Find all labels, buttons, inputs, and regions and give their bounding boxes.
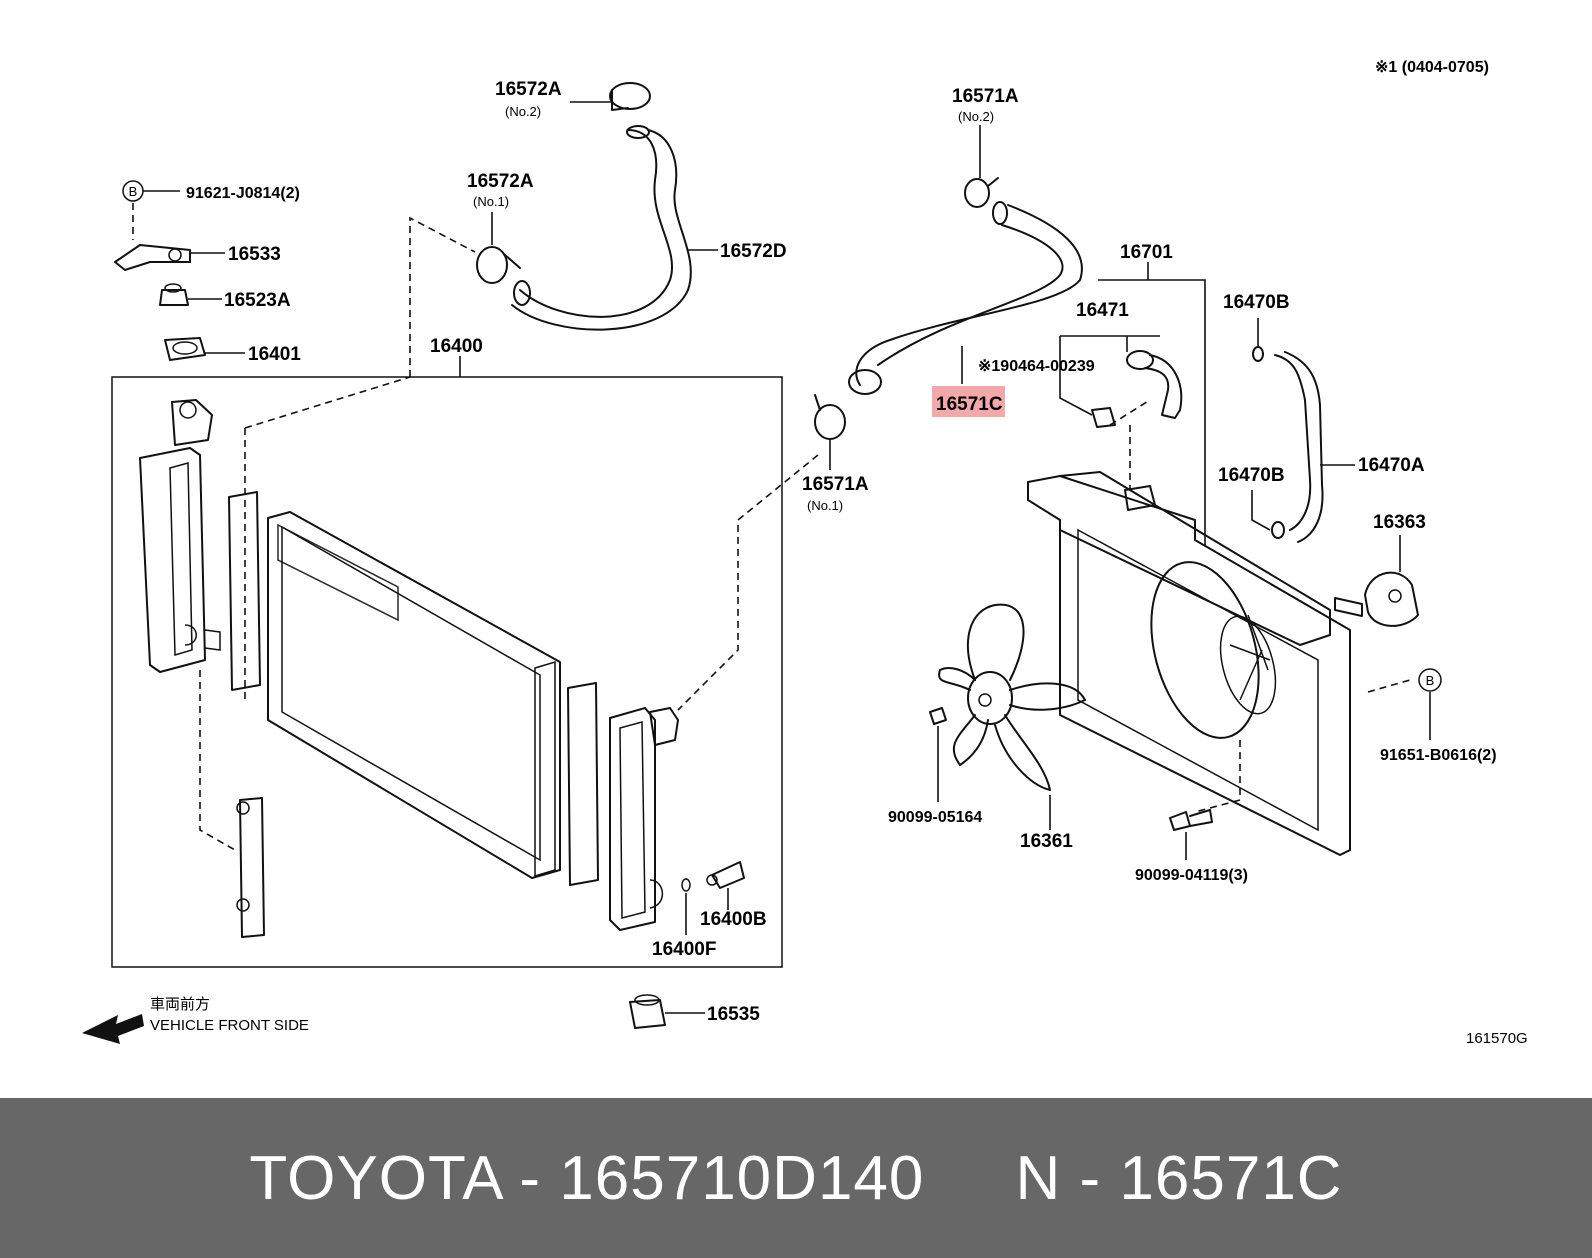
nut-90099-05164 bbox=[929, 707, 947, 725]
clamp-16572A-no2 bbox=[609, 82, 651, 111]
label-16572A-no2: 16572A bbox=[495, 79, 562, 100]
front-arrow bbox=[82, 1014, 144, 1044]
seal-strip-left bbox=[228, 491, 261, 691]
label-16361: 16361 bbox=[1020, 831, 1073, 852]
clip-190464 bbox=[1091, 407, 1116, 428]
label-16572D: 16572D bbox=[720, 241, 787, 262]
fan-shroud-16701 bbox=[1027, 471, 1351, 856]
clamp-16571A-no2 bbox=[964, 177, 999, 208]
radiator-left-tank bbox=[139, 399, 221, 673]
label-16571A-no2: 16571A bbox=[952, 86, 1019, 107]
cushion-16523A bbox=[159, 283, 189, 306]
label-91651: 91651-B0616(2) bbox=[1380, 747, 1497, 764]
upper-hose-16572D bbox=[511, 125, 692, 331]
callout-b-left: B bbox=[129, 184, 138, 199]
label-16535: 16535 bbox=[707, 1004, 760, 1025]
direction-jp: 車両前方 bbox=[150, 996, 210, 1013]
label-90099-05164: 90099-05164 bbox=[888, 809, 982, 826]
label-91621: 91621-J0814(2) bbox=[186, 185, 300, 202]
caption-bar: TOYOTA - 165710D140 N - 16571C bbox=[0, 1098, 1592, 1258]
drain-cock bbox=[706, 861, 745, 889]
callout-b-right: B bbox=[1426, 673, 1435, 688]
label-16572A-no1-sub: (No.1) bbox=[473, 194, 509, 209]
cushion-16535 bbox=[629, 994, 666, 1029]
callout-b-right-circle bbox=[1418, 668, 1442, 692]
label-16571A-no1: 16571A bbox=[802, 474, 869, 495]
label-16523A: 16523A bbox=[224, 290, 291, 311]
highlight-box bbox=[932, 386, 1005, 417]
part-number-caption: TOYOTA - 165710D140 N - 16571C bbox=[249, 1143, 1343, 1213]
radiator-right-tank bbox=[609, 707, 679, 931]
drain-gasket bbox=[681, 878, 691, 892]
bolt-90099-04119 bbox=[1169, 809, 1213, 831]
clamp-16470B-top bbox=[1252, 346, 1264, 362]
label-16571A-no2-sub: (No.2) bbox=[958, 109, 994, 124]
label-90099-04119: 90099-04119(3) bbox=[1135, 867, 1248, 884]
clamp-16571A-no1 bbox=[814, 394, 846, 440]
bracket-16533 bbox=[114, 244, 191, 271]
label-16363: 16363 bbox=[1373, 512, 1426, 533]
label-16572A-no2-sub: (No.2) bbox=[505, 104, 541, 119]
label-16571A-no1-sub: (No.1) bbox=[807, 498, 843, 513]
motor-16363 bbox=[1334, 571, 1419, 627]
fan-16361 bbox=[938, 603, 1086, 791]
label-16400B: 16400B bbox=[700, 909, 767, 930]
drawing-code: 161570G bbox=[1466, 1030, 1528, 1047]
clamp-16572A-no1 bbox=[476, 246, 521, 284]
direction-en: VEHICLE FRONT SIDE bbox=[150, 1017, 309, 1034]
label-16401: 16401 bbox=[248, 344, 301, 365]
radiator-hose-16571C bbox=[848, 201, 1083, 395]
label-16470A: 16470A bbox=[1358, 455, 1425, 476]
parts-diagram: B bbox=[82, 59, 1528, 1047]
label-16571C: 16571C bbox=[936, 394, 1003, 415]
radiator-assembly-frame bbox=[111, 376, 783, 968]
label-16701: 16701 bbox=[1120, 242, 1173, 263]
ref-note: ※1 (0404-0705) bbox=[1375, 59, 1489, 76]
clamp-16470B-mid bbox=[1271, 521, 1285, 539]
lower-hose-stub bbox=[239, 797, 265, 938]
label-16470B-top: 16470B bbox=[1223, 292, 1290, 313]
radiator-core bbox=[267, 511, 561, 879]
label-16400F: 16400F bbox=[652, 939, 716, 960]
label-16572A-no1: 16572A bbox=[467, 171, 534, 192]
label-16400: 16400 bbox=[430, 336, 483, 357]
seal-strip-right bbox=[567, 682, 599, 886]
reservoir-tube-16471 bbox=[1126, 350, 1183, 419]
label-190464: ※190464-00239 bbox=[978, 358, 1095, 375]
label-16533: 16533 bbox=[228, 244, 281, 265]
radiator-cap-16401 bbox=[164, 337, 206, 361]
hose-16470A bbox=[1274, 351, 1324, 543]
label-16471: 16471 bbox=[1076, 300, 1129, 321]
label-16470B-mid: 16470B bbox=[1218, 465, 1285, 486]
